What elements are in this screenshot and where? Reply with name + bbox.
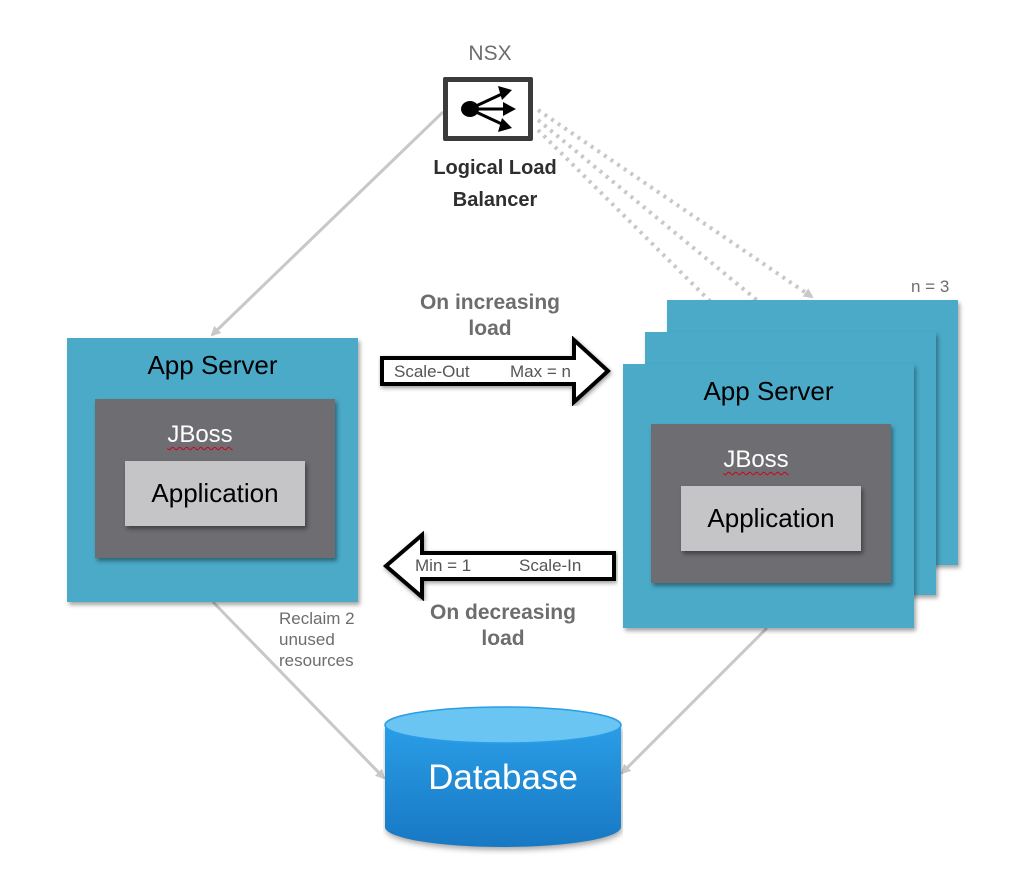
database-label: Database	[428, 758, 578, 797]
nsx-label: NSX	[468, 42, 512, 65]
left-jboss-label: JBoss	[65, 421, 335, 449]
lb-label-line1: Logical Load	[433, 157, 557, 179]
right-jboss-label: JBoss	[621, 446, 891, 474]
scale-out-caption-line1: On increasing	[419, 291, 561, 314]
right-jboss-container[interactable]: JBoss Application	[651, 424, 891, 583]
load-balancer-box[interactable]	[443, 77, 533, 141]
load-balancer-label: Logical Load Balancer	[400, 152, 590, 216]
scale-out-label: Scale-Out	[394, 362, 470, 381]
scale-in-caption-line2: load	[481, 627, 525, 650]
scale-out-max-label: Max = n	[510, 362, 571, 381]
scale-out-caption-line2: load	[468, 317, 512, 340]
right-jboss-text: JBoss	[723, 446, 789, 473]
instance-count-label: n = 3	[911, 277, 950, 296]
reclaim-note-line2: unused	[279, 630, 335, 649]
load-balancer-distribute-icon	[461, 86, 516, 132]
reclaim-note-line3: resources	[279, 651, 354, 670]
scale-in-label: Scale-In	[519, 556, 582, 575]
reclaim-note: Reclaim 2 unused resources	[279, 608, 355, 671]
scale-in-caption: On decreasing load	[408, 600, 598, 652]
right-app-server-front[interactable]: App Server JBoss Application	[623, 364, 914, 628]
scale-out-caption: On increasing load	[395, 290, 585, 342]
right-app-server-title: App Server	[703, 376, 834, 406]
right-application-box[interactable]: Application	[681, 486, 861, 551]
scale-in-arrow[interactable]	[378, 531, 618, 601]
lb-label-line2: Balancer	[452, 189, 538, 211]
left-application-box[interactable]: Application	[125, 461, 305, 526]
right-server-to-db-connector	[620, 626, 769, 775]
reclaim-note-line1: Reclaim 2	[279, 609, 355, 628]
left-jboss-container[interactable]: JBoss Application	[95, 399, 335, 558]
left-app-server[interactable]: App Server JBoss Application	[67, 338, 358, 602]
scale-in-min-label: Min = 1	[415, 556, 472, 575]
left-jboss-text: JBoss	[167, 421, 233, 448]
scale-in-caption-line1: On decreasing	[430, 601, 576, 624]
left-app-server-title: App Server	[147, 350, 278, 380]
